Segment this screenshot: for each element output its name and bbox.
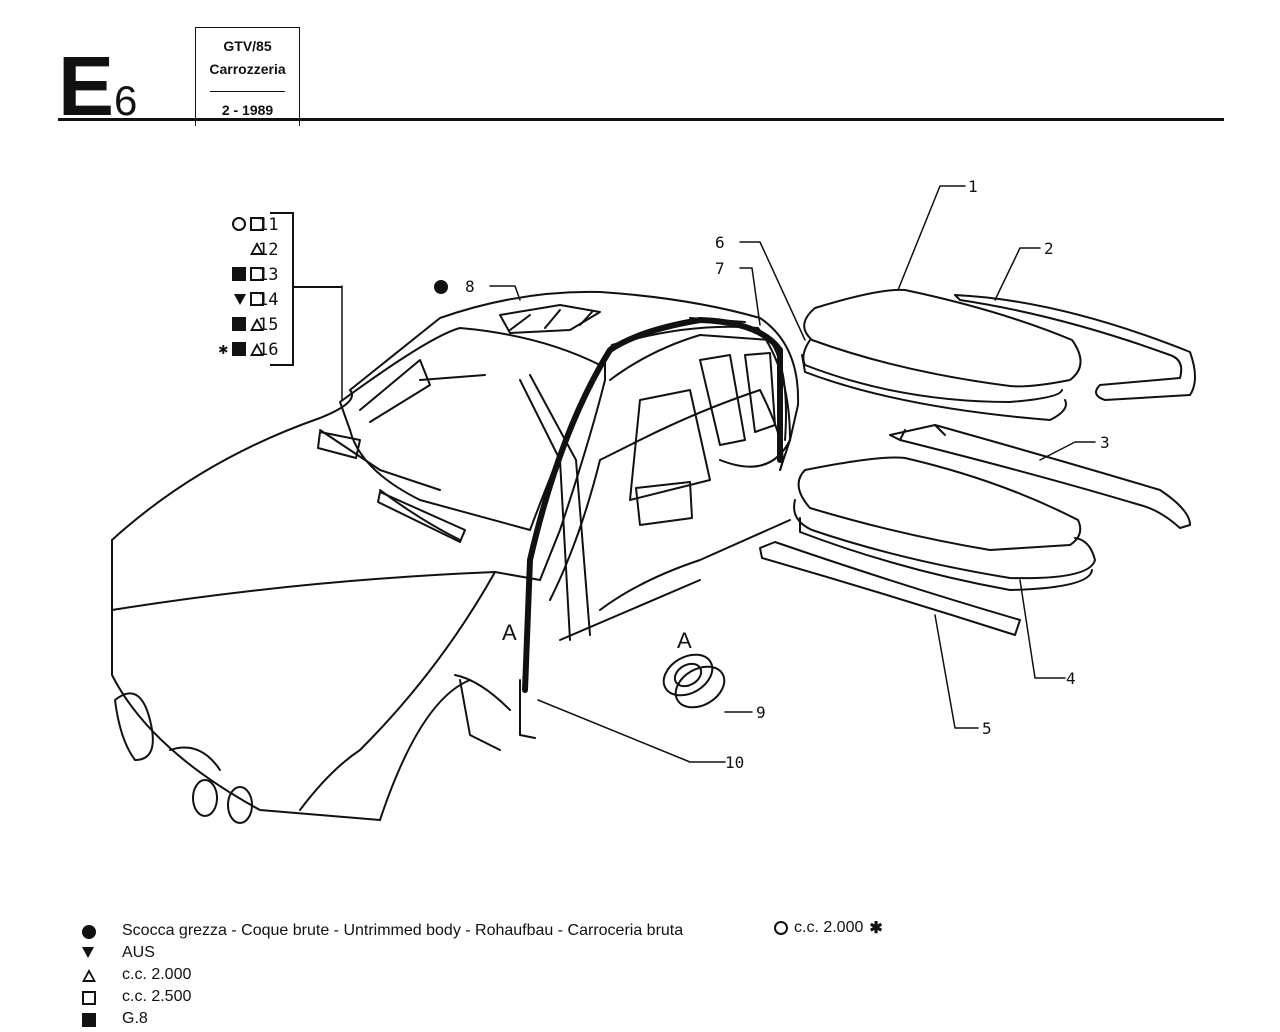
legend-right-text: c.c. 2.000 — [794, 919, 864, 936]
filled-square-icon — [232, 342, 246, 356]
section-number: 6 — [114, 77, 137, 124]
door-seal-drawing — [522, 317, 783, 693]
variant-bracket — [270, 212, 294, 366]
car-body-drawing — [111, 290, 800, 824]
square-icon — [250, 267, 264, 281]
filled-circle-icon — [82, 925, 96, 939]
variant-bracket-leader — [292, 286, 342, 288]
leader-lines — [341, 185, 1096, 763]
section-letter: E — [58, 39, 114, 133]
legend-text: G.8 — [122, 1010, 148, 1027]
triangle-icon — [250, 342, 264, 356]
filled-square-icon — [232, 317, 246, 331]
variant-number: 16 — [258, 340, 279, 360]
callout-8: 8 — [465, 277, 475, 296]
legend-right: c.c. 2.000 ✱ — [774, 918, 883, 938]
guide-rail-drawing — [889, 424, 1191, 529]
group-name: Carrozzeria — [209, 61, 286, 77]
grommet-drawing — [662, 653, 726, 709]
detail-letter-grommet: A — [677, 628, 692, 653]
detail-letter-car: A — [502, 620, 517, 645]
section-code: E6 — [58, 44, 137, 128]
callout-4: 4 — [1066, 669, 1076, 688]
variant-row: 13 — [196, 264, 286, 289]
callout-6: 6 — [715, 233, 725, 252]
callout-9: 9 — [756, 703, 766, 722]
sunroof-seal-drawing — [954, 294, 1196, 401]
triangle-icon — [82, 969, 96, 982]
legend-text: AUS — [122, 944, 155, 961]
header-rule — [58, 118, 1224, 121]
title-box-divider — [210, 91, 285, 92]
callout-7: 7 — [715, 259, 725, 278]
untrimmed-body-dot — [434, 280, 448, 294]
triangle-icon — [250, 242, 264, 255]
variant-number: 11 — [258, 215, 279, 235]
variant-row: 11 — [196, 214, 286, 239]
trim-strip-drawing — [759, 541, 1021, 636]
variant-number: 12 — [258, 240, 279, 260]
sunroof-frame-drawing — [793, 456, 1096, 591]
variant-row: 14 — [196, 289, 286, 314]
filled-square-icon — [232, 267, 246, 281]
variant-number: 13 — [258, 265, 279, 285]
variant-number: 15 — [258, 315, 279, 335]
callout-1: 1 — [968, 177, 978, 196]
callout-10: 10 — [725, 753, 744, 772]
callout-3: 3 — [1100, 433, 1110, 452]
triangle-down-icon — [82, 947, 94, 958]
star-icon: ✱ — [218, 339, 228, 358]
triangle-down-icon — [234, 293, 246, 305]
variant-number: 14 — [258, 290, 279, 310]
variant-row: ✱ 16 — [196, 339, 286, 364]
variant-row: 15 — [196, 314, 286, 339]
square-icon — [82, 991, 96, 1005]
issue-date: 2 - 1989 — [221, 102, 274, 118]
triangle-icon — [250, 317, 264, 331]
filled-square-icon — [82, 1013, 96, 1027]
callout-5: 5 — [982, 719, 992, 738]
legend-text: c.c. 2.500 — [122, 988, 192, 1005]
square-icon — [250, 217, 264, 231]
callout-2: 2 — [1044, 239, 1054, 258]
model-name: GTV/85 — [223, 38, 272, 54]
legend-text: c.c. 2.000 — [122, 966, 192, 983]
circle-icon — [774, 921, 788, 935]
square-icon — [250, 292, 264, 306]
star-icon: ✱ — [869, 920, 883, 937]
exploded-parts-diagram: 1 2 3 4 5 6 7 8 9 10 A A — [111, 177, 1196, 824]
variant-table: 11 12 13 14 15 ✱ 16 — [196, 214, 286, 364]
circle-icon — [232, 217, 246, 231]
title-box: GTV/85 Carrozzeria 2 - 1989 — [195, 27, 300, 126]
variant-row: 12 — [196, 239, 286, 264]
legend-text: Scocca grezza - Coque brute - Untrimmed … — [122, 922, 684, 939]
sunroof-glass-drawing — [801, 288, 1082, 421]
